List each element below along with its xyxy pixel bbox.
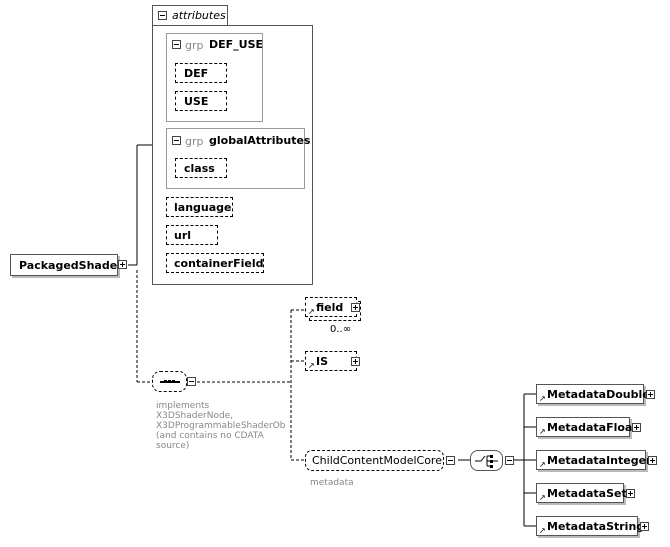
occurrence-label: 0..∞	[330, 324, 352, 335]
collapse-icon[interactable]	[172, 136, 181, 145]
attribute-label: url	[174, 229, 192, 242]
note-line: X3DProgrammableShaderOb	[156, 421, 286, 431]
element-label: PackagedShader	[19, 259, 123, 272]
element-label: MetadataString	[547, 520, 645, 533]
sequence-dot	[168, 380, 171, 383]
expand-icon[interactable]	[351, 303, 360, 312]
attributes-header: attributes	[152, 5, 228, 26]
note-line: X3DShaderNode,	[156, 411, 234, 421]
attribute-label: USE	[184, 95, 209, 108]
attribute-class[interactable]: class	[175, 158, 227, 178]
group-name: globalAttributes	[209, 134, 311, 147]
attribute-label: DEF	[184, 67, 209, 80]
choice-compositor[interactable]	[470, 450, 503, 471]
note-line: source)	[156, 441, 190, 451]
note-line: implements	[156, 401, 210, 411]
element-label: MetadataDouble	[547, 388, 650, 401]
field-element[interactable]: ↗ field	[305, 297, 357, 317]
expand-icon[interactable]	[640, 522, 649, 531]
reference-arrow-icon: ↗	[308, 307, 315, 316]
group-prefix: grp	[185, 135, 204, 148]
collapse-icon[interactable]	[158, 11, 167, 20]
group-childcontentmodelcore[interactable]: ChildContentModelCore	[305, 450, 444, 471]
group-note: metadata	[310, 478, 354, 488]
reference-arrow-icon: ↗	[539, 526, 546, 535]
metadata-integer-element[interactable]: ↗ MetadataInteger	[536, 450, 651, 470]
collapse-icon[interactable]	[505, 456, 514, 465]
sequence-compositor[interactable]	[152, 371, 187, 392]
collapse-icon[interactable]	[187, 377, 196, 386]
is-element[interactable]: ↗ IS	[305, 351, 357, 371]
reference-arrow-icon: ↗	[539, 394, 546, 403]
element-label: MetadataInteger	[547, 454, 652, 467]
reference-arrow-icon: ↗	[308, 361, 315, 370]
collapse-icon[interactable]	[172, 40, 181, 49]
attribute-label: class	[184, 162, 215, 175]
expand-icon[interactable]	[648, 456, 657, 465]
attribute-url[interactable]: url	[166, 225, 218, 245]
note-line: (and contains no CDATA	[156, 431, 264, 441]
expand-icon[interactable]	[646, 390, 655, 399]
attribute-containerfield[interactable]: containerField	[166, 253, 264, 273]
attribute-language[interactable]: language	[166, 197, 233, 217]
element-label: IS	[316, 355, 329, 368]
choice-icon	[475, 455, 498, 468]
attribute-use[interactable]: USE	[175, 91, 227, 111]
group-name: DEF_USE	[209, 38, 264, 51]
attribute-label: containerField	[174, 257, 264, 270]
attribute-label: language	[174, 201, 232, 214]
reference-arrow-icon: ↗	[539, 460, 546, 469]
sequence-dot	[172, 380, 175, 383]
metadata-float-element[interactable]: ↗ MetadataFloat	[536, 417, 638, 437]
expand-icon[interactable]	[632, 423, 641, 432]
element-label: MetadataSet	[547, 487, 627, 500]
attributes-title: attributes	[172, 9, 226, 22]
element-label: MetadataFloat	[547, 421, 638, 434]
sequence-note: implements X3DShaderNode, X3DProgrammabl…	[156, 401, 286, 451]
group-label: ChildContentModelCore	[312, 454, 442, 467]
expand-icon[interactable]	[118, 260, 127, 269]
attribute-def[interactable]: DEF	[175, 63, 227, 83]
root-element-packagedshader[interactable]: PackagedShader	[10, 254, 123, 276]
collapse-icon[interactable]	[446, 456, 455, 465]
group-prefix: grp	[185, 39, 204, 52]
metadata-double-element[interactable]: ↗ MetadataDouble	[536, 384, 650, 404]
expand-icon[interactable]	[351, 357, 360, 366]
metadata-string-element[interactable]: ↗ MetadataString	[536, 516, 644, 536]
reference-arrow-icon: ↗	[539, 493, 546, 502]
reference-arrow-icon: ↗	[539, 427, 546, 436]
expand-icon[interactable]	[626, 489, 635, 498]
metadata-set-element[interactable]: ↗ MetadataSet	[536, 483, 627, 503]
element-label: field	[316, 301, 344, 314]
sequence-dot	[164, 380, 167, 383]
